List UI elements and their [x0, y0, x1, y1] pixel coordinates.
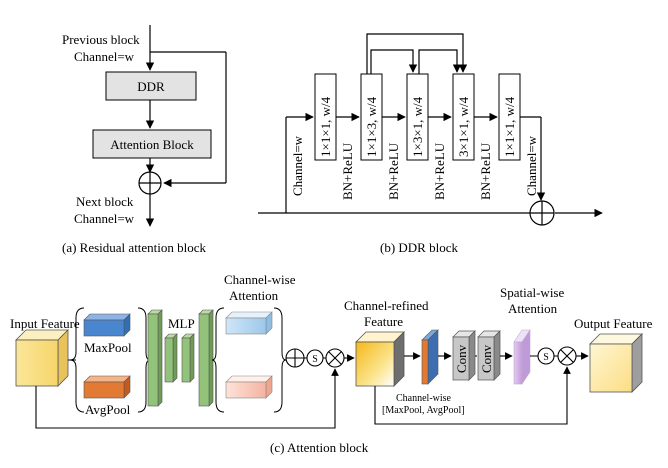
sigmoid-1-label: S [312, 354, 318, 365]
ddr-channel-out: Channel=w [524, 135, 539, 196]
skip-c2-c4 [366, 33, 468, 74]
ddr-box [105, 71, 197, 101]
add-icon-a [138, 171, 162, 195]
conv5-label: 1×1×1, w/4 [502, 96, 517, 157]
channel-refined-line2: Feature [364, 314, 403, 329]
spatial-attention-slab [513, 329, 531, 385]
channel-attention-bar-1 [225, 311, 273, 335]
conv1-c-label: Conv [454, 344, 469, 373]
conv2-c-label: Conv [479, 344, 494, 373]
conv4-label: 3×1×1, w/4 [456, 96, 471, 157]
input-skip-to-mul1 [35, 368, 339, 429]
input-feature-cube [15, 329, 69, 387]
panel-a: Previous block Channel=w DDR Attention B… [62, 25, 227, 255]
caption-b: (b) DDR block [380, 240, 458, 255]
brace-left [69, 307, 85, 413]
next-block-label: Next block [76, 194, 134, 209]
bn3-label: BN+ReLU [432, 142, 447, 200]
channel-in-label: Channel=w [74, 49, 135, 64]
mlp-layer-3 [181, 333, 195, 383]
mlp-label: MLP [168, 316, 195, 331]
brace-att-right [273, 307, 287, 413]
caption-a: (a) Residual attention block [62, 240, 207, 255]
avgpool-label: AvgPool [85, 402, 131, 417]
mlp-layer-1 [147, 309, 163, 407]
channel-attention-bar-2 [225, 375, 273, 399]
spatial-line1: Spatial-wise [500, 285, 564, 300]
ddr-channel-in: Channel=w [290, 135, 305, 196]
maxpool-bar [83, 313, 131, 337]
conv3-label: 1×3×1, w/4 [410, 96, 425, 157]
panel-c: Input Feature MaxPool AvgPool [10, 272, 653, 455]
bn1-label: BN+ReLU [340, 142, 355, 200]
spatial-line2: Attention [508, 301, 558, 316]
conv-block-2 [477, 330, 501, 381]
conv1-label: 1×1×1, w/4 [318, 96, 333, 157]
add-icon-b [529, 200, 555, 226]
channel-attention-line2: Attention [229, 288, 279, 303]
input-feature-label: Input Feature [10, 316, 80, 331]
sigmoid-2-label: S [543, 352, 549, 363]
bn4-label: BN+ReLU [478, 142, 493, 200]
multiply-icon-2 [557, 346, 577, 366]
channel-refined-line1: Channel-refined [344, 298, 429, 313]
refined-skip-to-mul2 [374, 366, 571, 425]
maxpool-label: MaxPool [84, 340, 132, 355]
pool-line1: Channel-wise [396, 393, 452, 404]
brace-att-left [211, 307, 225, 413]
attention-block-box [92, 129, 212, 159]
channel-out-label: Channel=w [74, 211, 135, 226]
output-feature-label: Output Feature [574, 316, 653, 331]
output-feature-cube [589, 333, 643, 393]
skip-c2-c3 [370, 49, 418, 74]
add-icon-c [285, 348, 305, 368]
mlp-layer-4 [198, 309, 214, 407]
spatial-pool-slab [421, 329, 439, 385]
skip-c3-c4 [418, 49, 462, 74]
panel-b: Channel=w 1×1×1, w/4 BN+ReLU 1×1×3, w/4 … [258, 33, 603, 255]
attention-block-label: Attention Block [110, 137, 194, 152]
prev-block-label: Previous block [62, 32, 140, 47]
pool-line2: [MaxPool, AvgPool] [382, 405, 465, 416]
conv-block-1 [452, 330, 476, 381]
bn2-label: BN+ReLU [386, 142, 401, 200]
channel-attention-line1: Channel-wise [224, 272, 296, 287]
ddr-label: DDR [137, 79, 165, 94]
mlp-layer-2 [164, 333, 178, 383]
multiply-icon-1 [325, 348, 345, 368]
caption-c: (c) Attention block [270, 440, 369, 455]
channel-refined-cube [355, 331, 405, 387]
conv2-label: 1×1×3, w/4 [364, 96, 379, 157]
avgpool-bar [83, 375, 131, 399]
